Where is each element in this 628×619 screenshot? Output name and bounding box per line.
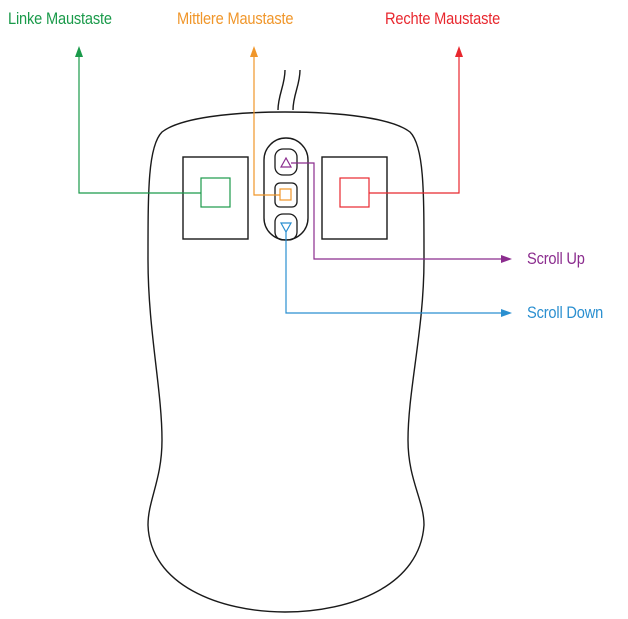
left-button-leader [78, 56, 201, 194]
right-button-arrowhead [455, 46, 463, 57]
right-button[interactable] [321, 156, 388, 240]
mouse-body [147, 111, 425, 613]
scroll-up-leader [291, 162, 502, 260]
right-button-leader [369, 56, 460, 194]
middle-button-label: Mittlere Maustaste [177, 9, 294, 28]
scroll-up-button[interactable] [274, 148, 298, 176]
scroll-up-arrowhead [501, 255, 512, 263]
scroll-down-leader [285, 232, 502, 314]
scroll-down-icon [279, 222, 293, 234]
right-button-label: Rechte Maustaste [385, 9, 501, 28]
left-button-label: Linke Maustaste [8, 9, 112, 28]
scroll-up-icon [279, 156, 293, 168]
mouse-cable-2 [292, 69, 301, 111]
middle-button-arrowhead [250, 46, 258, 57]
scroll-down-arrowhead [501, 309, 512, 317]
scroll-up-label: Scroll Up [527, 249, 585, 268]
left-button[interactable] [182, 156, 249, 240]
scroll-down-label: Scroll Down [527, 303, 604, 322]
middle-button-leader [253, 56, 280, 196]
mouse-cable [277, 69, 286, 111]
left-button-arrowhead [75, 46, 83, 57]
